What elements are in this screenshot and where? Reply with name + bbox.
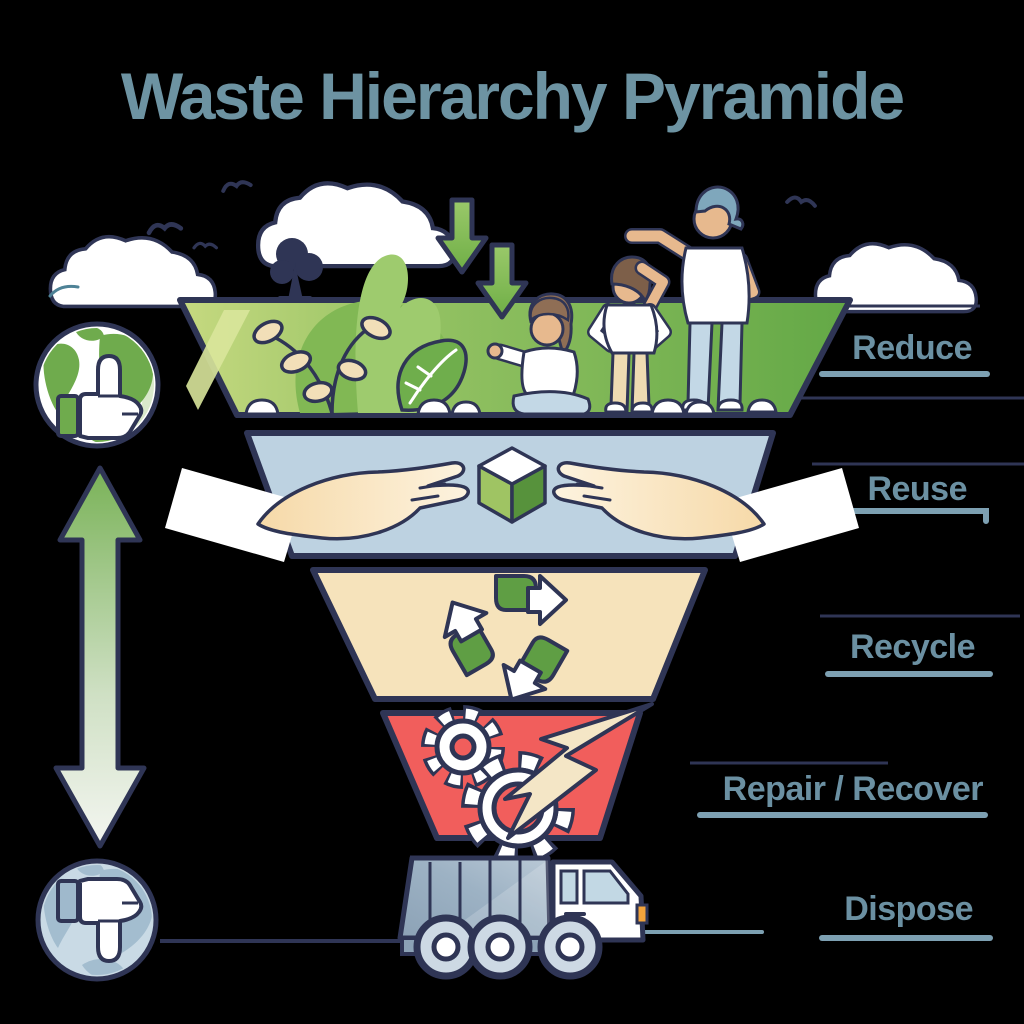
preference-arrow-icon [53, 465, 147, 849]
level-label-dispose: Dispose [844, 890, 973, 928]
level-label-reduce: Reduce [852, 329, 972, 367]
diagram-title: Waste Hierarchy Pyramide [120, 59, 905, 133]
small-gear-icon [421, 705, 505, 789]
globe-thumbs-down-icon [35, 858, 159, 982]
plant-branch [252, 315, 392, 415]
globe-thumbs-up-icon [33, 321, 161, 449]
garbage-truck-icon [160, 855, 649, 980]
person-standing-man [624, 185, 761, 412]
cube-icon [477, 446, 547, 524]
level-recycle-shape [310, 567, 708, 702]
right-hand [552, 461, 766, 541]
lightning-icon [503, 702, 654, 840]
truck-wheels [413, 914, 603, 980]
grass-tufts [244, 398, 778, 416]
cloud-icon [48, 183, 979, 314]
person-sitting-girl [486, 292, 592, 416]
level-label-repair-recover: Repair / Recover [722, 770, 984, 808]
tree-silhouette [270, 238, 323, 301]
gears-lightning-icon [421, 702, 654, 865]
level-label-reuse: Reuse [867, 470, 967, 508]
label-connector-lines [618, 300, 1024, 941]
hands-holding-cube-icon [165, 446, 859, 562]
reduce-down-arrows-icon [435, 197, 529, 320]
nature-plants [252, 254, 468, 415]
level-label-recycle: Recycle [849, 628, 976, 666]
left-hand [256, 461, 470, 541]
